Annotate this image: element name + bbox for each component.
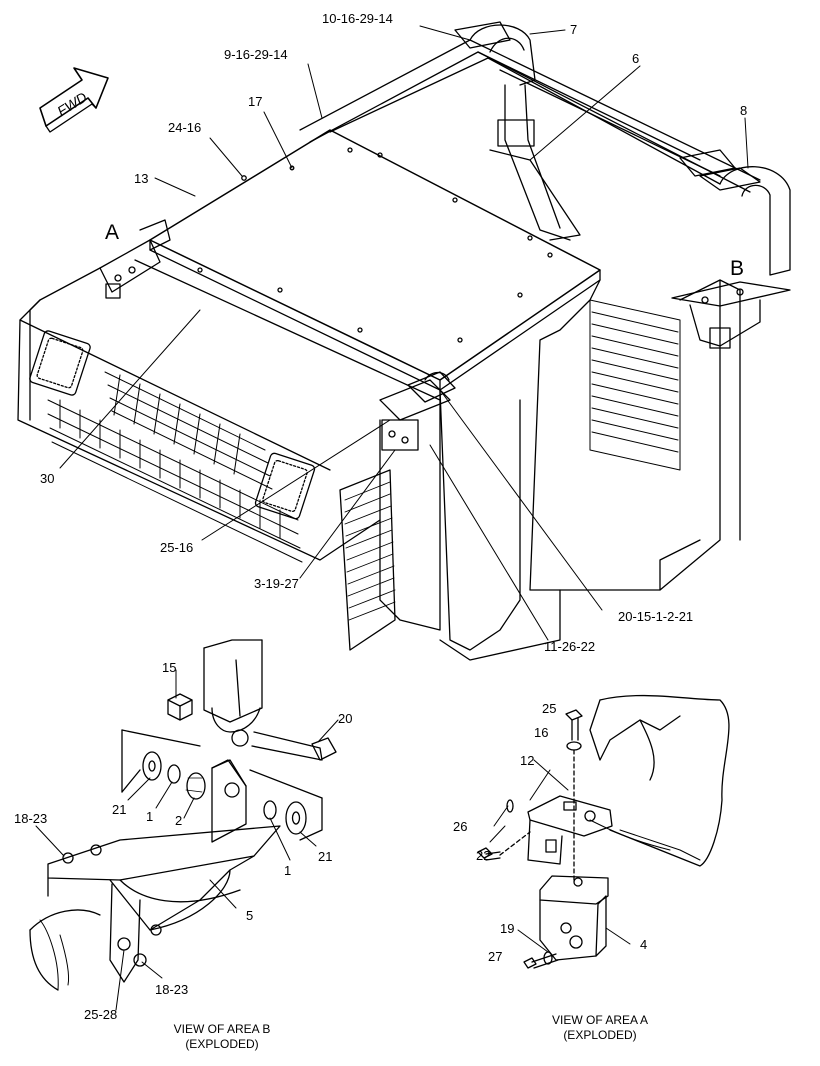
caption-view-b: VIEW OF AREA B (EXPLODED) [132, 1022, 312, 1052]
rops-frame [299, 21, 791, 276]
fwd-arrow-icon [39, 67, 109, 133]
area-letter-b: B [730, 257, 745, 280]
callout-a-12: 12 [520, 753, 535, 768]
callout-b-20: 20 [338, 711, 353, 726]
callout-9-16-29-14: 9-16-29-14 [224, 47, 288, 62]
callout-b-1b: 1 [284, 863, 292, 878]
callout-24-16: 24-16 [168, 120, 202, 135]
callout-a-19: 19 [500, 921, 515, 936]
caption-view-b-line2: (EXPLODED) [185, 1037, 259, 1051]
top-panel [134, 129, 601, 401]
callout-b-5: 5 [246, 908, 254, 923]
callout-30: 30 [40, 471, 55, 486]
callout-a-26: 26 [453, 819, 468, 834]
view-b-exploded [29, 639, 339, 1011]
caption-view-a: VIEW OF AREA A (EXPLODED) [510, 1013, 690, 1043]
leader-lines [59, 25, 749, 641]
callout-11-26-22: 11-26-22 [544, 639, 596, 654]
callout-b-21a: 21 [112, 802, 127, 817]
caption-view-a-line1: VIEW OF AREA A [551, 1013, 649, 1027]
callout-b-1a: 1 [146, 809, 154, 824]
cab-body [17, 267, 741, 661]
callout-b-18-23b: 18-23 [155, 982, 189, 997]
callout-b-21b: 21 [318, 849, 333, 864]
caption-view-b-line1: VIEW OF AREA B [173, 1022, 271, 1036]
frame-bracket-b [671, 281, 791, 349]
caption-view-a-line2: (EXPLODED) [563, 1028, 637, 1042]
callout-b-18-23a: 18-23 [14, 811, 48, 826]
view-a-exploded [477, 694, 730, 969]
callout-a-27: 27 [488, 949, 503, 964]
callout-a-4: 4 [640, 937, 648, 952]
callout-a-16: 16 [534, 725, 549, 740]
callout-17: 17 [248, 94, 263, 109]
callout-3-19-27: 3-19-27 [254, 576, 299, 591]
callout-b-2: 2 [175, 813, 183, 828]
callout-20-15-1-2-21: 20-15-1-2-21 [618, 609, 694, 624]
callout-10-16-29-14: 10-16-29-14 [322, 11, 393, 26]
callout-7: 7 [570, 22, 578, 37]
callout-25-16: 25-16 [160, 540, 194, 555]
callout-a-22: 22 [476, 848, 491, 863]
frame-bracket-a [99, 219, 171, 299]
callout-a-25: 25 [542, 701, 557, 716]
callout-b-25-28: 25-28 [84, 1007, 118, 1022]
callout-13: 13 [134, 171, 149, 186]
callout-6: 6 [632, 51, 640, 66]
area-letter-a: A [105, 221, 120, 244]
callout-b-15: 15 [162, 660, 177, 675]
callout-8: 8 [740, 103, 748, 118]
